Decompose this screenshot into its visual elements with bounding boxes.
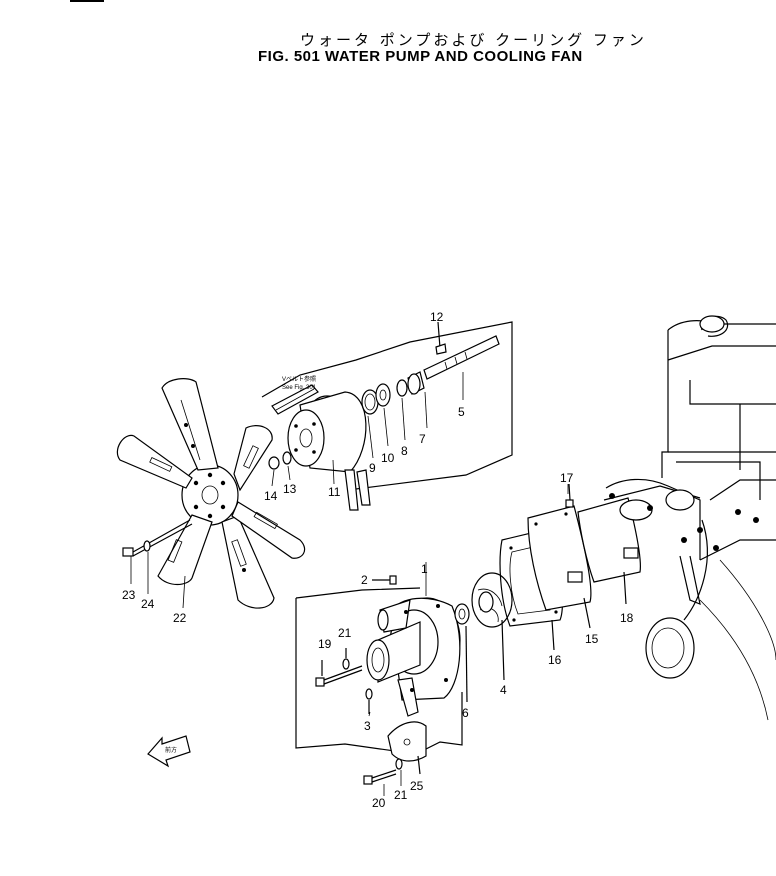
part-label-21-lower: 21 — [394, 788, 408, 802]
part-label-6: 6 — [462, 706, 469, 720]
direction-mark-label: 前方 — [165, 746, 177, 754]
cover-bolt-washer — [395, 758, 403, 770]
water-pump-pulley — [287, 391, 371, 511]
part-label-2: 2 — [361, 573, 368, 587]
pipe-plug — [365, 688, 373, 714]
part-label-9: 9 — [369, 461, 376, 475]
part-label-17: 17 — [560, 471, 574, 485]
part-label-7: 7 — [419, 432, 426, 446]
block-gasket — [577, 497, 641, 605]
part-label-24: 24 — [141, 597, 155, 611]
part-label-22: 22 — [173, 611, 187, 625]
part-label-14: 14 — [264, 489, 278, 503]
part-label-1: 1 — [421, 562, 428, 576]
figure-title-english: FIG. 501 WATER PUMP AND COOLING FAN — [258, 48, 583, 65]
part-label-23: 23 — [122, 588, 136, 602]
part-label-16: 16 — [548, 653, 562, 667]
part-label-3: 3 — [364, 719, 371, 733]
corner-mark — [70, 0, 104, 2]
part-label-8: 8 — [401, 444, 408, 458]
part-label-20: 20 — [372, 796, 386, 810]
pump-bolt — [315, 660, 363, 687]
engine-block-outline — [603, 315, 776, 721]
impeller — [471, 572, 513, 681]
cooling-fan — [116, 378, 306, 609]
leader-lines — [130, 372, 569, 796]
belt-reference-callout: Vベルト参照 See Fig. 301 — [271, 375, 319, 415]
part-label-11: 11 — [328, 485, 341, 499]
shaft-seal — [396, 379, 408, 397]
pump-cover-bracket — [387, 721, 427, 775]
shaft-bearing-outer — [407, 371, 425, 395]
water-pump-body — [366, 597, 461, 717]
figure-title-japanese: ウォータ ポンプおよび クーリング ファン — [300, 31, 647, 49]
fan-washer — [143, 540, 151, 552]
part-label-13: 13 — [283, 482, 297, 496]
shaft-key — [435, 321, 447, 355]
part-label-10: 10 — [381, 451, 395, 465]
part-label-19: 19 — [318, 637, 332, 651]
part-label-21-upper: 21 — [338, 626, 352, 640]
drain-plug — [372, 575, 397, 585]
cover-bolt — [363, 769, 397, 785]
front-direction-arrow: 前方 — [147, 735, 191, 768]
pump-shaft — [423, 335, 500, 380]
part-label-4: 4 — [500, 683, 507, 697]
plate-bolt — [565, 483, 574, 508]
shaft-bearing — [375, 383, 391, 407]
part-label-5: 5 — [458, 405, 465, 419]
pulley-washer — [282, 451, 292, 465]
belt-callout-line1: Vベルト参照 — [282, 375, 316, 383]
pump-bolt-washer — [342, 648, 350, 670]
belt-callout-line2: See Fig. 301 — [282, 385, 317, 391]
pulley-group-frame — [261, 321, 513, 491]
part-label-25: 25 — [410, 779, 424, 793]
part-label-12: 12 — [430, 310, 444, 324]
fan-bolt — [122, 519, 193, 557]
part-label-15: 15 — [585, 632, 599, 646]
pulley-nut — [268, 456, 280, 470]
part-label-18: 18 — [620, 611, 634, 625]
mechanical-seal — [454, 603, 470, 703]
